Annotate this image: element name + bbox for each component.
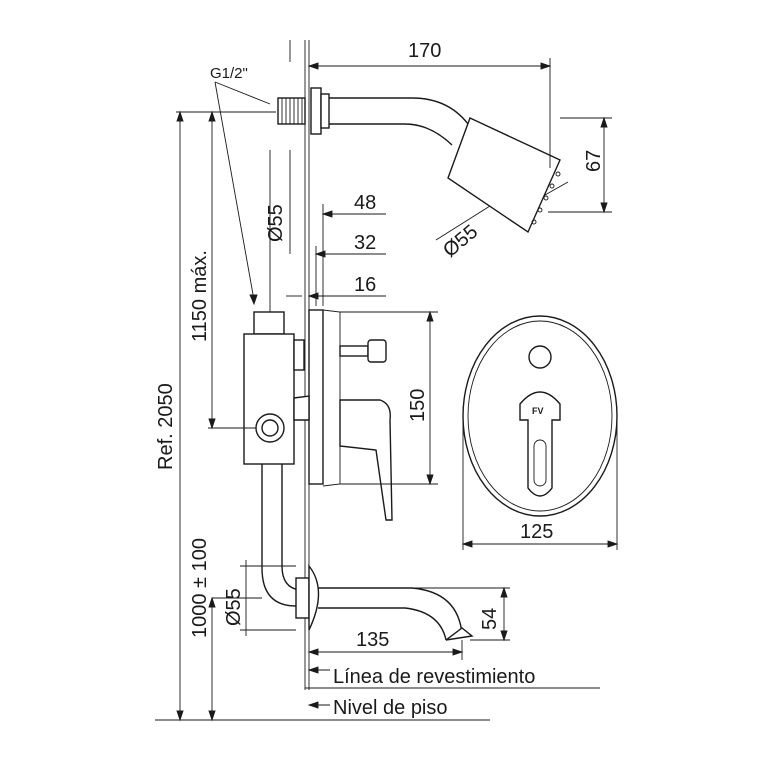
dim-125: 125 [520, 521, 553, 543]
dim-150: 150 [407, 389, 429, 422]
shower-assembly [277, 87, 569, 234]
dim-top-rosette-diameter: Ø55 [265, 204, 287, 242]
dim-54: 54 [479, 608, 501, 630]
dim-spout-rosette-diameter: Ø55 [223, 588, 245, 626]
dim-32: 32 [354, 232, 376, 254]
cladding-line-label: Línea de revestimiento [333, 666, 535, 688]
floor-level-label: Nivel de piso [333, 697, 448, 719]
front-plate [462, 315, 618, 517]
dim-1000: 1000 ± 100 [189, 538, 211, 638]
dim-ref-2050: Ref. 2050 [155, 383, 177, 470]
dim-head-diameter: Ø55 [439, 221, 482, 262]
dimension-lines [176, 40, 619, 722]
valve-body [243, 309, 393, 521]
dim-170: 170 [408, 40, 441, 62]
spout-assembly [261, 464, 474, 641]
dim-135: 135 [356, 629, 389, 651]
thread-label: G1/2" [210, 65, 248, 82]
dim-1150-max: 1150 máx. [189, 250, 211, 342]
dim-16: 16 [354, 274, 376, 296]
logo: FV [532, 406, 544, 416]
dim-48: 48 [354, 192, 376, 214]
dim-67: 67 [583, 150, 605, 172]
